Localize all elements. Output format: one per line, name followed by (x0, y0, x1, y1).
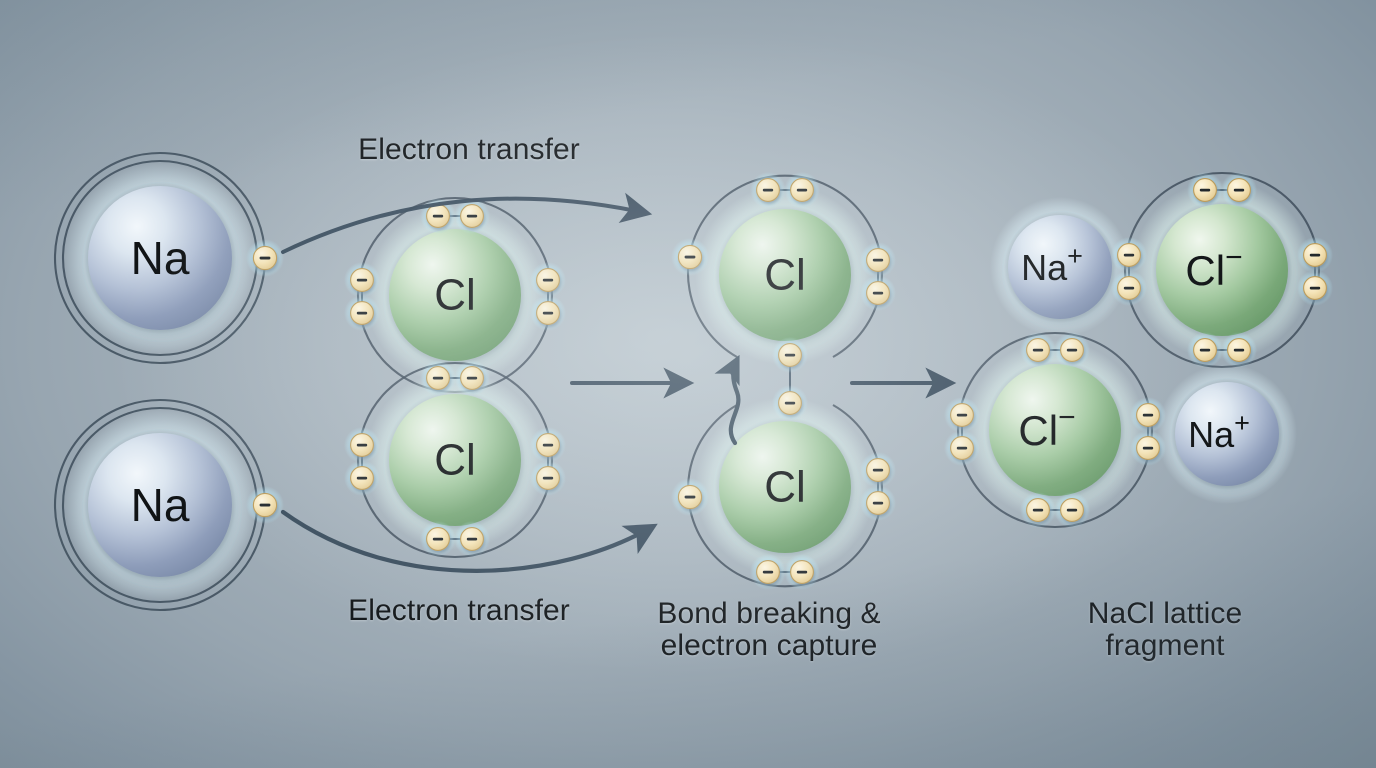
svg-text:Na+: Na+ (1021, 241, 1083, 288)
electron-pair-top (1020, 332, 1090, 368)
species-cl-atom-upper: Cl (344, 196, 566, 394)
species-cl-ion-lower: Cl− (944, 331, 1166, 529)
label-electron-transfer-bottom: Electron transfer (348, 594, 570, 627)
label-nacl-lattice: NaCl lattice fragment (1087, 597, 1243, 662)
svg-text:Na+: Na+ (1188, 408, 1250, 455)
electron-pair-top (1187, 172, 1257, 208)
arrow-bond-break (714, 354, 741, 446)
electron-pair-right (1130, 397, 1166, 466)
species-na-atom-bottom: Na (53, 398, 284, 612)
species-label-na-bottom: Na (131, 479, 190, 531)
species-na-ion-upper: Na+ (990, 197, 1130, 337)
arrow-transfer-top (281, 192, 653, 254)
species-label-cl-breaking-lower: Cl (764, 463, 806, 512)
electron (246, 239, 284, 277)
arrow-transfer-bottom (280, 509, 658, 573)
charge-label-cl-ion-lower: − (1058, 401, 1076, 434)
species-label-cl-breaking-upper: Cl (764, 251, 806, 300)
species-label-na-ion-upper: Na (1021, 247, 1068, 288)
electron-pair-top (750, 172, 820, 208)
charge-label-na-ion-upper: + (1067, 241, 1083, 271)
species-label-cl-lower: Cl (434, 436, 476, 485)
svg-text:Cl−: Cl− (1018, 401, 1075, 454)
electron-pair-bottom (420, 521, 490, 557)
species-cl-breaking-upper: Cl (671, 172, 896, 365)
electron-pair-bottom (1020, 492, 1090, 528)
covalent-bond-pair (420, 360, 490, 396)
stage-bond-breaking: Cl (671, 172, 896, 590)
species-cl-atom-lower: Cl (344, 361, 566, 559)
electron-pair-left (344, 262, 380, 331)
electron-pair-right (860, 242, 896, 311)
electron-pair-left (344, 427, 380, 496)
label-electron-transfer-top: Electron transfer (358, 133, 580, 166)
label-bond-breaking: Bond breaking & electron capture (657, 597, 881, 662)
electron (671, 238, 709, 276)
electron-pair-left (1111, 237, 1147, 306)
freed-electron-pair (772, 337, 808, 421)
electron (671, 478, 709, 516)
charge-label-na-ion-lower: + (1234, 408, 1250, 438)
stage-reactants-sodium: Na Na (53, 151, 284, 612)
electron-pair-bottom (750, 554, 820, 590)
stage-products-lattice: Na+ Cl− (944, 171, 1333, 529)
species-cl-breaking-lower: Cl (671, 397, 896, 590)
electron-pair-bottom (1187, 332, 1257, 368)
arrows-layer (280, 192, 957, 573)
electron-pair-right (530, 427, 566, 496)
species-label-cl-ion-lower: Cl (1018, 407, 1058, 454)
svg-text:Cl−: Cl− (1185, 241, 1242, 294)
species-label-na-top: Na (131, 232, 190, 284)
species-na-ion-lower: Na+ (1157, 364, 1297, 504)
species-label-na-ion-lower: Na (1188, 414, 1235, 455)
charge-label-cl-ion-upper: − (1225, 241, 1243, 274)
stage-reactants-chlorine: Cl (344, 196, 566, 559)
species-label-cl-ion-upper: Cl (1185, 247, 1225, 294)
electron-pair-right (530, 262, 566, 331)
species-label-cl-upper: Cl (434, 271, 476, 320)
electron (246, 486, 284, 524)
electron-pair-right (1297, 237, 1333, 306)
electron-pair-right (860, 452, 896, 521)
electron-pair-left (944, 397, 980, 466)
species-cl-ion-upper: Cl− (1111, 171, 1333, 369)
species-na-atom-top: Na (53, 151, 284, 365)
